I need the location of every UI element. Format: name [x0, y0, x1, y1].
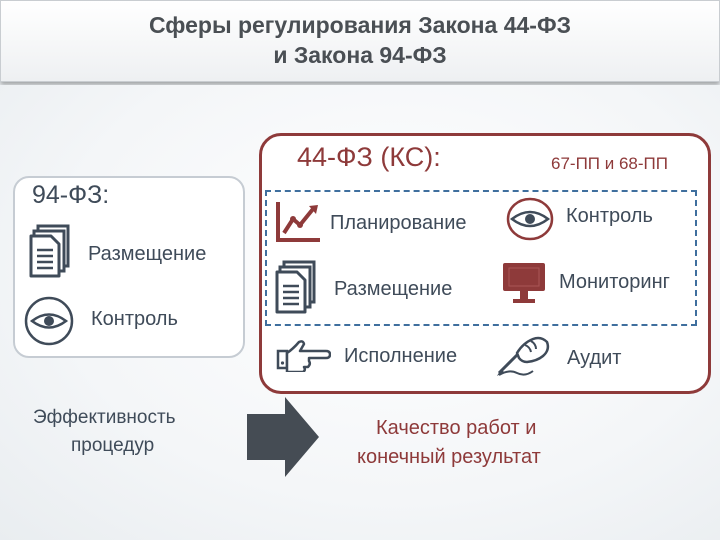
law-44-monitoring: Мониторинг	[559, 271, 670, 293]
efficiency-line-1: Эффективность	[33, 407, 176, 428]
law-44-audit: Аудит	[567, 347, 622, 369]
chart-icon	[276, 202, 320, 242]
law-44-heading: 44-ФЗ (КС):	[297, 142, 441, 172]
law-94-heading: 94-ФЗ:	[32, 181, 110, 209]
law-44-item-placement: Размещение	[334, 278, 453, 300]
efficiency-line-2: процедур	[71, 435, 155, 456]
slide-title-bar: Сферы регулирования Закона 44-ФЗ и Закон…	[0, 0, 720, 82]
law-44-item-execution: Исполнение	[344, 345, 458, 367]
writing-hand-icon	[497, 336, 550, 376]
document-icon	[275, 260, 316, 314]
slide-title-line-2: и Закона 94-ФЗ	[273, 42, 447, 68]
pointing-hand-icon	[276, 340, 331, 372]
eye-icon	[24, 296, 74, 346]
law-44-item-planning: Планирование	[330, 212, 467, 234]
law-44-control: Контроль	[566, 205, 653, 227]
quality-line-1: Качество работ и	[376, 417, 537, 439]
postanovleniya-label: 67-ПП и 68-ПП	[551, 154, 668, 173]
arrow-right-icon	[247, 397, 319, 477]
monitor-icon	[503, 263, 545, 303]
eye-icon	[506, 197, 554, 241]
law-94-item-control: Контроль	[91, 308, 178, 330]
control-dashed-frame	[265, 190, 697, 326]
law-94-item-placement: Размещение	[88, 243, 207, 265]
document-icon	[29, 224, 70, 278]
slide-title-line-1: Сферы регулирования Закона 44-ФЗ	[148, 12, 572, 38]
quality-line-2: конечный результат	[357, 446, 541, 468]
law-44-box	[259, 133, 711, 394]
